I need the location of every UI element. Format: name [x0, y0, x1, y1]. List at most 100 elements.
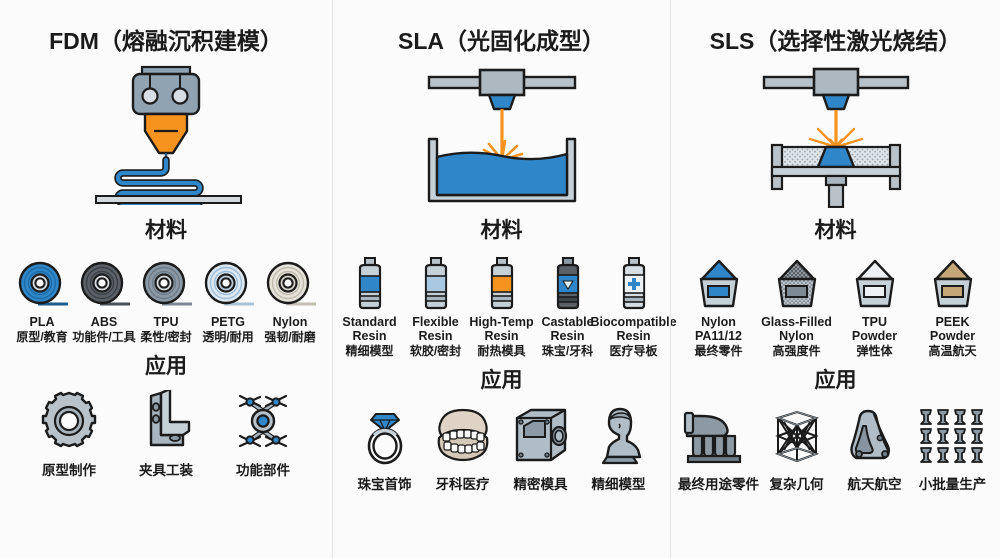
column-title-sls: SLS（选择性激光烧结） [709, 28, 962, 54]
material-item: Glass-Filled Nylon 高强度件 [758, 254, 836, 358]
material-name: Glass-Filled Nylon [761, 315, 832, 343]
section-heading-materials-fdm: 材料 [145, 219, 187, 242]
material-sub: 柔性/密封 [140, 330, 192, 344]
sla-vat-laser-icon [407, 60, 597, 210]
material-sub: 弹性体 [856, 344, 893, 358]
filament-spool-icon [140, 254, 192, 310]
filament-spool-icon [16, 254, 68, 310]
application-list-sla: 珠宝首饰 [333, 404, 670, 493]
material-name: PEEK Powder [929, 315, 976, 343]
section-heading-applications-sla: 应用 [480, 369, 523, 392]
l-bracket-icon [135, 390, 197, 452]
material-sub: 珠宝/牙科 [541, 344, 594, 358]
material-sub: 耐热模具 [477, 344, 526, 358]
resin-bottle-diamond-icon [550, 254, 586, 310]
application-item: 功能部件 [215, 390, 312, 479]
material-item: Castable Resin 珠宝/牙科 [535, 254, 601, 358]
material-item: Biocompatible Resin 医疗导板 [590, 254, 677, 358]
application-item: 珠宝首饰 [346, 404, 424, 493]
material-item: ABS 功能件/工具 [72, 254, 136, 344]
gear-icon [38, 390, 100, 452]
material-name: High-Temp Resin [469, 315, 534, 343]
application-label: 最终用途零件 [678, 477, 759, 492]
material-sub: 高温航天 [928, 344, 977, 358]
material-name: TPU [153, 315, 179, 329]
material-item: Standard Resin 精细模型 [337, 254, 403, 358]
material-sub: 精细模型 [345, 344, 394, 358]
batch-parts-icon [918, 404, 988, 466]
powder-bin-icon [695, 254, 743, 310]
material-sub: 医疗导板 [609, 344, 658, 358]
material-sub: 透明/耐用 [202, 330, 254, 344]
bust-statue-icon [593, 404, 645, 466]
intake-manifold-icon [683, 404, 755, 466]
section-heading-applications-sls: 应用 [814, 369, 857, 392]
material-item: Nylon 强韧/耐磨 [259, 254, 321, 344]
section-heading-materials-sls: 材料 [814, 219, 857, 242]
material-name: PETG [210, 315, 246, 329]
material-item: PEEK Powder 高温航天 [914, 254, 992, 358]
application-item: 航天航空 [836, 404, 914, 493]
material-item: TPU Powder 弹性体 [836, 254, 914, 358]
application-label: 珠宝首饰 [357, 477, 412, 492]
material-name: PLA [29, 315, 55, 329]
section-heading-applications-fdm: 应用 [145, 355, 187, 378]
material-name: Flexible Resin [412, 315, 459, 343]
material-name: Castable Resin [541, 315, 594, 343]
material-name: Nylon [272, 315, 308, 329]
material-sub: 最终零件 [694, 344, 743, 358]
material-list-sla: Standard Resin 精细模型 Flexible Resin 软胶/密封 [333, 254, 677, 358]
material-sub: 功能件/工具 [72, 330, 136, 344]
application-item: 复杂几何 [758, 404, 836, 493]
diamond-ring-icon [356, 404, 414, 466]
resin-bottle-icon [484, 254, 520, 310]
application-label: 复杂几何 [769, 477, 824, 492]
material-item: Flexible Resin 软胶/密封 [403, 254, 469, 358]
application-item: 原型制作 [21, 390, 118, 479]
application-item: 精细模型 [580, 404, 658, 493]
material-item: TPU 柔性/密封 [135, 254, 197, 344]
section-heading-materials-sla: 材料 [480, 219, 523, 242]
filament-spool-icon [202, 254, 254, 310]
column-title-fdm: FDM（熔融沉积建模） [49, 28, 283, 54]
powder-bin-icon [851, 254, 899, 310]
application-item: 小批量生产 [914, 404, 992, 493]
application-label: 航天航空 [847, 477, 902, 492]
application-label: 原型制作 [42, 463, 96, 478]
material-item: Nylon PA11/12 最终零件 [680, 254, 758, 358]
resin-bottle-icon [352, 254, 388, 310]
powder-bin-speckled-icon [773, 254, 821, 310]
dental-model-icon [432, 404, 494, 466]
lattice-cube-icon [768, 404, 826, 466]
material-name: TPU Powder [851, 315, 898, 343]
application-item: 精密模具 [502, 404, 580, 493]
material-name: Standard Resin [342, 315, 397, 343]
application-list-sls: 最终用途零件 [671, 404, 1000, 493]
material-list-sls: Nylon PA11/12 最终零件 [671, 254, 1000, 358]
column-fdm: FDM（熔融沉积建模） 材料 [0, 0, 332, 558]
material-name: Biocompatible Resin [590, 315, 677, 343]
material-item: High-Temp Resin 耐热模具 [469, 254, 535, 358]
powder-bin-icon [929, 254, 977, 310]
application-label: 功能部件 [236, 463, 290, 478]
filament-spool-icon [264, 254, 316, 310]
precision-mold-icon [511, 404, 571, 466]
application-label: 精细模型 [591, 477, 646, 492]
application-label: 小批量生产 [918, 477, 987, 492]
column-sls: SLS（选择性激光烧结） [670, 0, 1000, 558]
application-label: 精密模具 [513, 477, 568, 492]
column-sla: SLA（光固化成型） 材料 [332, 0, 677, 558]
column-title-sla: SLA（光固化成型） [398, 28, 605, 54]
sls-powder-bed-icon [726, 60, 946, 210]
material-sub: 强韧/耐磨 [264, 330, 316, 344]
application-label: 夹具工装 [139, 463, 193, 478]
application-item: 牙科医疗 [424, 404, 502, 493]
resin-bottle-icon [418, 254, 454, 310]
filament-spool-icon [78, 254, 130, 310]
material-item: PETG 透明/耐用 [197, 254, 259, 344]
application-item: 最终用途零件 [678, 404, 759, 493]
material-list-fdm: PLA 原型/教育 ABS 功能件/工具 [0, 254, 332, 344]
material-sub: 高强度件 [772, 344, 821, 358]
material-sub: 软胶/密封 [409, 344, 462, 358]
